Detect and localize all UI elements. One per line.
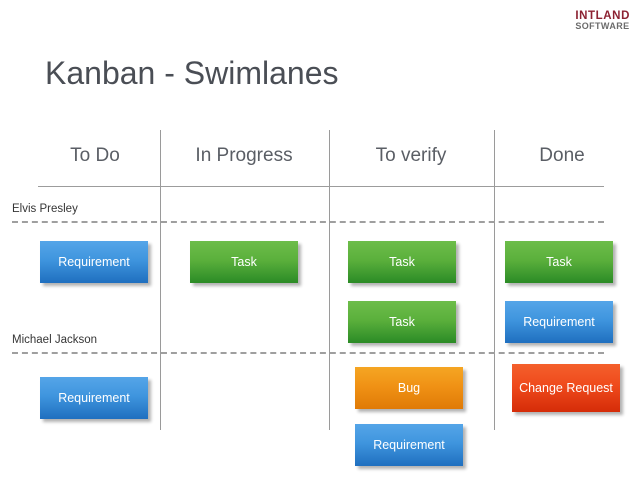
- card-requirement[interactable]: Requirement: [40, 241, 148, 283]
- brand-name-secondary: SOFTWARE: [575, 21, 630, 32]
- header-rule: [38, 186, 604, 187]
- card-requirement[interactable]: Requirement: [505, 301, 613, 343]
- card-requirement[interactable]: Requirement: [355, 424, 463, 466]
- card-requirement[interactable]: Requirement: [40, 377, 148, 419]
- card-bug[interactable]: Bug: [355, 367, 463, 409]
- column-header-done[interactable]: Done: [539, 145, 585, 166]
- column-divider-3: [494, 130, 495, 430]
- column-divider-2: [329, 130, 330, 430]
- swimlane-label-michael-jackson[interactable]: Michael Jackson: [12, 334, 98, 346]
- brand-name-primary: INTLAND: [575, 10, 630, 22]
- column-header-to-verify[interactable]: To verify: [375, 145, 447, 166]
- page-title: Kanban - Swimlanes: [45, 55, 339, 91]
- column-header-in-progress[interactable]: In Progress: [195, 145, 293, 166]
- card-task[interactable]: Task: [190, 241, 298, 283]
- intland-software-logo: INTLAND SOFTWARE: [575, 10, 630, 32]
- card-change-request[interactable]: Change Request: [512, 364, 620, 412]
- swimlane-label-elvis-presley[interactable]: Elvis Presley: [12, 203, 78, 215]
- column-divider-1: [160, 130, 161, 430]
- swimlane-divider-1: [12, 221, 604, 223]
- column-header-to-do[interactable]: To Do: [70, 145, 120, 166]
- card-task[interactable]: Task: [348, 301, 456, 343]
- card-task[interactable]: Task: [348, 241, 456, 283]
- card-task[interactable]: Task: [505, 241, 613, 283]
- swimlane-divider-2: [12, 352, 604, 354]
